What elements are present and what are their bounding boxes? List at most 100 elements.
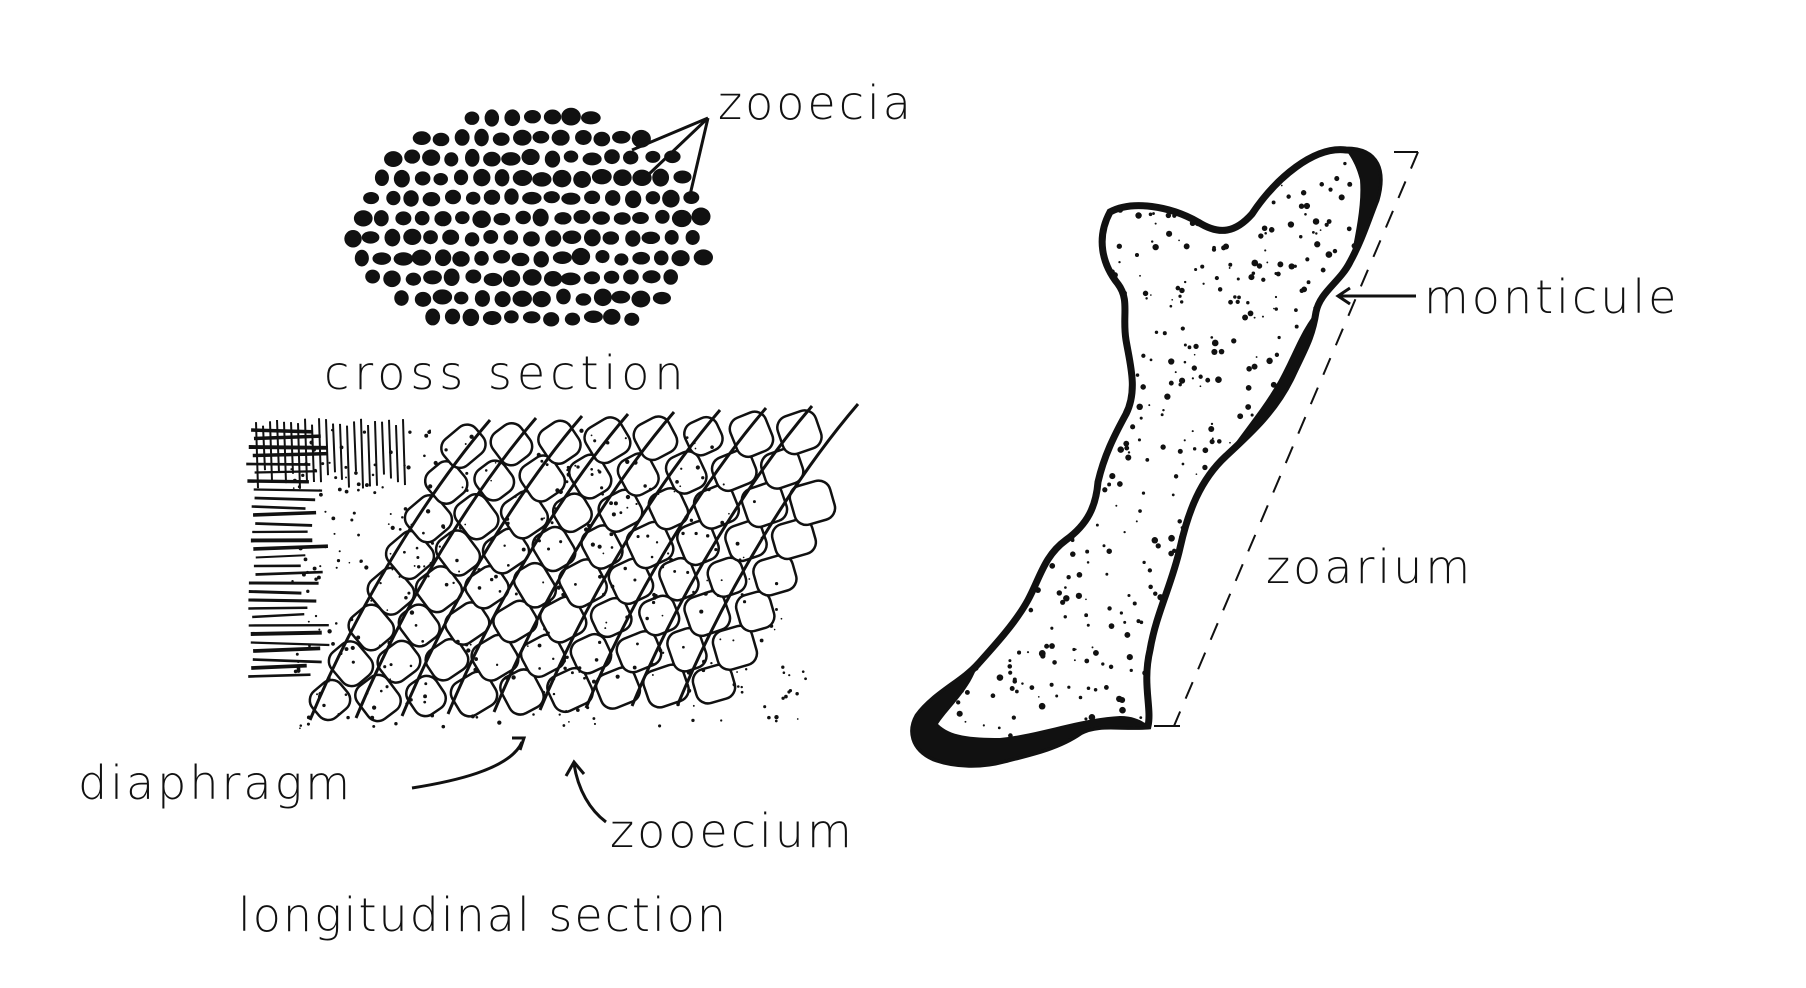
section-stipple xyxy=(740,593,744,597)
zoarium-speckle-dot xyxy=(1183,243,1190,250)
zooecium-cross-dot xyxy=(664,229,679,245)
section-stipple xyxy=(782,671,786,674)
zoarium-measure-line xyxy=(1154,151,1419,727)
section-stipple xyxy=(484,469,488,472)
zoarium-speckle-dot xyxy=(1138,509,1142,513)
section-stipple xyxy=(338,550,341,553)
zooecium-cross-dot xyxy=(625,230,641,247)
zooecium-cross-dot xyxy=(552,251,572,264)
zoarium-speckle-dot xyxy=(1251,363,1258,370)
zooecium-cross-dot xyxy=(365,269,381,284)
zooecium-cross-dot xyxy=(483,229,499,244)
section-stipple xyxy=(735,541,740,546)
zooecium-cross-dot xyxy=(671,250,690,267)
zooecium-cell xyxy=(424,637,470,682)
zoarium-speckle-dot xyxy=(1189,220,1196,227)
zoarium-speckle-dot xyxy=(1050,626,1054,630)
section-stipple xyxy=(658,648,663,653)
section-stipple xyxy=(373,463,377,467)
zoarium-speckle-dot xyxy=(1320,267,1326,273)
zooecium-cross-dot xyxy=(593,131,611,147)
zooecium-cross-dot xyxy=(642,270,661,284)
zoarium-speckle-dot xyxy=(1117,481,1123,487)
section-stipple xyxy=(673,490,676,493)
zooecium-cross-dot xyxy=(591,169,612,185)
section-stipple xyxy=(720,719,723,722)
zoarium-speckle-dot xyxy=(1007,664,1013,669)
section-stipple xyxy=(684,515,687,518)
zoarium-speckle-dot xyxy=(1009,686,1015,691)
section-stipple xyxy=(561,592,565,597)
section-stipple xyxy=(703,591,708,596)
monticule-label: monticule xyxy=(1424,270,1680,324)
section-stipple xyxy=(660,565,665,569)
zoarium-speckle-dot xyxy=(1070,538,1075,543)
zoarium-speckle-dot xyxy=(1124,445,1130,451)
section-stipple xyxy=(600,486,604,490)
zooecium-cross-dot xyxy=(515,210,531,225)
section-edge-stroke xyxy=(248,590,302,595)
zoarium-speckle-dot xyxy=(1162,408,1165,412)
zoarium-speckle-dot xyxy=(1168,380,1174,386)
section-stipple xyxy=(685,436,689,440)
section-stipple xyxy=(702,659,706,664)
zooecium-cross-dot xyxy=(443,268,460,287)
zooecium-cross-dot xyxy=(580,111,601,125)
section-stipple xyxy=(349,617,354,622)
section-stipple xyxy=(591,679,596,684)
zooecium-cross-dot xyxy=(464,111,480,125)
section-stipple xyxy=(565,655,569,659)
zoarium-speckle-dot xyxy=(1135,373,1140,377)
zoarium-speckle-dot xyxy=(1049,563,1056,569)
section-stipple xyxy=(650,662,655,667)
section-stipple xyxy=(547,631,550,635)
zoarium-speckle-dot xyxy=(1028,607,1034,613)
section-stipple xyxy=(348,561,351,564)
zoarium-speckle-dot xyxy=(1063,595,1070,602)
zoarium-speckle-dot xyxy=(1256,263,1263,269)
section-stipple xyxy=(576,465,580,469)
section-stipple xyxy=(386,609,389,611)
section-stipple xyxy=(398,575,401,578)
section-stipple xyxy=(583,527,589,532)
zooecium-wall xyxy=(492,411,676,713)
zoarium-speckle-dot xyxy=(956,710,963,717)
zooecium-cross-dot xyxy=(444,308,461,325)
section-stipple xyxy=(497,720,502,725)
section-stipple xyxy=(804,677,807,681)
zooecium-cross-dot xyxy=(631,290,651,308)
zooecium-cell xyxy=(519,633,567,679)
zoarium-speckle-dot xyxy=(1136,403,1143,411)
zoarium-speckle-dot xyxy=(1037,695,1040,698)
zoarium-speckle-dot xyxy=(1271,200,1276,205)
zooecium-wall xyxy=(630,405,814,707)
zooecium-cross-dot xyxy=(655,209,670,224)
section-stipple xyxy=(636,642,639,646)
section-stipple xyxy=(658,724,662,728)
zooecium-cell xyxy=(770,517,818,561)
section-stipple xyxy=(378,644,381,647)
section-stipple xyxy=(687,688,692,693)
zoarium-speckle-dot xyxy=(1142,290,1149,297)
section-stipple xyxy=(594,658,599,662)
zoarium-speckle-dot xyxy=(1135,212,1142,219)
section-stipple xyxy=(787,690,791,694)
section-stipple xyxy=(327,676,331,680)
section-stipple xyxy=(692,704,695,707)
zooecia-label: zooecia xyxy=(718,76,914,130)
section-stipple xyxy=(495,663,499,666)
zoarium-speckle-dot xyxy=(1066,575,1071,580)
zoarium-speckle-dot xyxy=(1064,586,1067,589)
zooecium-cell xyxy=(403,494,454,544)
section-stipple xyxy=(686,670,691,675)
section-edge-stroke xyxy=(360,418,364,489)
zoarium-speckle-dot xyxy=(1274,307,1278,311)
zoarium-speckle-dot xyxy=(1298,203,1305,209)
zoarium-speckle-dot xyxy=(1148,584,1153,590)
zooecium-cross-dot xyxy=(545,230,562,247)
zoarium-speckle-dot xyxy=(1107,606,1112,611)
zooecium-cross-dot xyxy=(474,251,489,266)
section-stipple xyxy=(319,492,323,497)
zoarium-speckle-dot xyxy=(1208,426,1215,432)
zoarium-speckle-dot xyxy=(1332,248,1338,254)
